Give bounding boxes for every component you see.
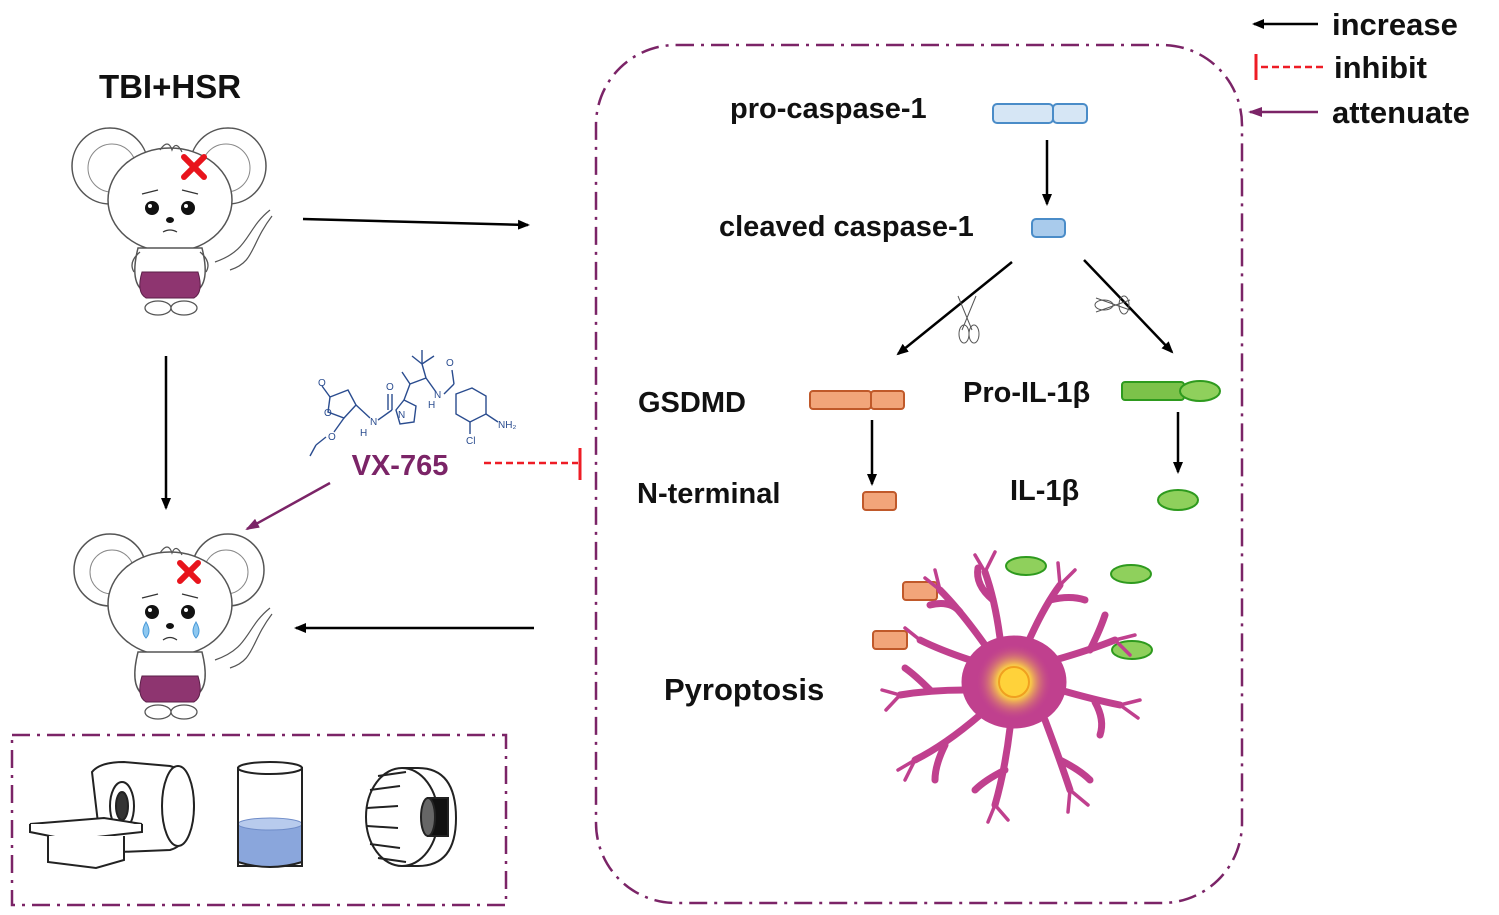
assessment-box xyxy=(10,733,508,907)
pro-caspase-label: pro-caspase-1 xyxy=(730,93,927,125)
atom-label: H xyxy=(360,428,367,439)
atom-label: N xyxy=(398,410,405,421)
gsdmd-protein xyxy=(809,390,905,410)
cleaved-caspase-protein xyxy=(1031,218,1066,238)
vx765-structure-icon xyxy=(309,350,499,457)
drug-name: VX-765 xyxy=(352,450,449,482)
pyroptosis-label: Pyroptosis xyxy=(664,672,824,707)
legend-inhibit: inhibit xyxy=(1254,50,1427,85)
rotarod-wheel-icon xyxy=(365,767,458,867)
il-label: IL-1β xyxy=(1010,475,1079,507)
vx765-structure-labels: O O O N H N O O N H NH₂ Cl xyxy=(318,358,516,447)
atom-label: H xyxy=(428,400,435,411)
atom-label: O xyxy=(328,432,336,443)
atom-label: NH₂ xyxy=(498,420,516,431)
cleave-gsdmd-arrow xyxy=(896,261,1013,356)
attenuate-arrow xyxy=(245,481,331,531)
atom-label: N xyxy=(370,417,377,428)
pro-il-label: Pro-IL-1β xyxy=(963,377,1090,409)
il-protein xyxy=(1005,556,1047,576)
legend-attenuate: attenuate xyxy=(1248,95,1470,130)
scissors-icon xyxy=(957,295,980,344)
atom-label: O xyxy=(446,358,454,369)
legend-inhibit-label: inhibit xyxy=(1334,50,1427,85)
atom-label: Cl xyxy=(466,436,475,447)
red-cross-icon xyxy=(177,560,201,584)
crying-mouse-icon xyxy=(73,533,273,720)
atom-label: O xyxy=(324,408,332,419)
legend-attenuate-label: attenuate xyxy=(1332,95,1470,130)
legend: increase inhibit attenuate xyxy=(1248,7,1470,130)
il-protein xyxy=(1157,489,1199,511)
n-terminal-protein xyxy=(872,630,908,650)
model-title: TBI+HSR xyxy=(99,68,241,105)
pyroptotic-cell-icon xyxy=(880,550,1142,824)
cleave-il-arrow xyxy=(1083,259,1174,354)
red-cross-icon xyxy=(181,154,207,180)
mri-scanner-icon xyxy=(29,760,196,870)
atom-label: O xyxy=(318,378,326,389)
pathway-box xyxy=(594,43,1244,905)
legend-increase-label: increase xyxy=(1332,7,1458,42)
pro-caspase-protein xyxy=(992,103,1088,124)
pro-il-protein xyxy=(1121,380,1221,402)
n-terminal-label: N-terminal xyxy=(637,478,780,510)
atom-label: N xyxy=(434,390,441,401)
model-to-pathway-arrow xyxy=(302,217,530,230)
legend-increase: increase xyxy=(1252,7,1458,42)
atom-label: O xyxy=(386,382,394,393)
il-protein xyxy=(1110,564,1152,584)
scissors-icon xyxy=(1094,295,1131,315)
cleaved-caspase-label: cleaved caspase-1 xyxy=(719,211,974,243)
water-beaker-icon xyxy=(237,761,303,868)
n-terminal-protein xyxy=(862,491,897,511)
gsdmd-label: GSDMD xyxy=(638,387,746,419)
injured-mouse-icon xyxy=(71,127,273,316)
